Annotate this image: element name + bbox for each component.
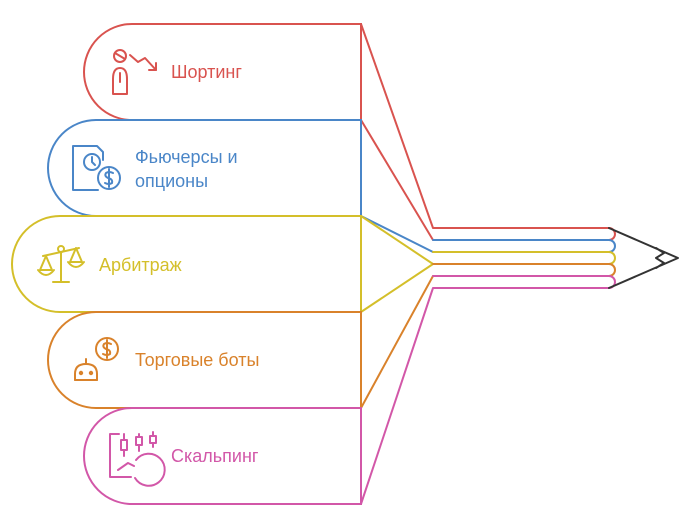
connector-scalping [360, 287, 434, 505]
label-shorting: Шортинг [171, 62, 242, 82]
balance-scale-icon [37, 245, 85, 283]
label-scalping: Скальпинг [171, 446, 259, 466]
label-futures-options: Фьючерсы и опционы [135, 147, 238, 191]
connector-shorting-top [360, 23, 434, 229]
label-arbitrage: Арбитраж [99, 255, 182, 275]
item-shorting [83, 23, 434, 241]
item-arbitrage [11, 215, 434, 313]
item-futures-options [47, 119, 434, 253]
document-clock-dollar-icon [72, 145, 121, 191]
connector-arbitrage-bottom [360, 263, 434, 313]
tab-shape-shorting [83, 23, 362, 121]
label-trading-bots: Торговые боты [135, 350, 260, 370]
connector-trading-bots [360, 275, 434, 409]
connector-arbitrage-top [360, 215, 434, 265]
pencil-tip [608, 227, 679, 289]
tab-shape-futures-options [47, 119, 362, 217]
pencil [432, 227, 679, 289]
item-scalping [83, 287, 434, 505]
pencil-body [432, 227, 616, 289]
robot-dollar-icon [74, 337, 119, 381]
connector-shorting-bottom [360, 119, 434, 241]
person-falling-arrow-icon [112, 49, 157, 95]
connector-futures-options [360, 215, 434, 253]
tab-shape-arbitrage [11, 215, 362, 313]
tab-shape-trading-bots [47, 311, 362, 409]
candlestick-chart-icon [109, 431, 166, 487]
item-trading-bots [47, 275, 434, 409]
tab-shape-scalping [83, 407, 362, 505]
